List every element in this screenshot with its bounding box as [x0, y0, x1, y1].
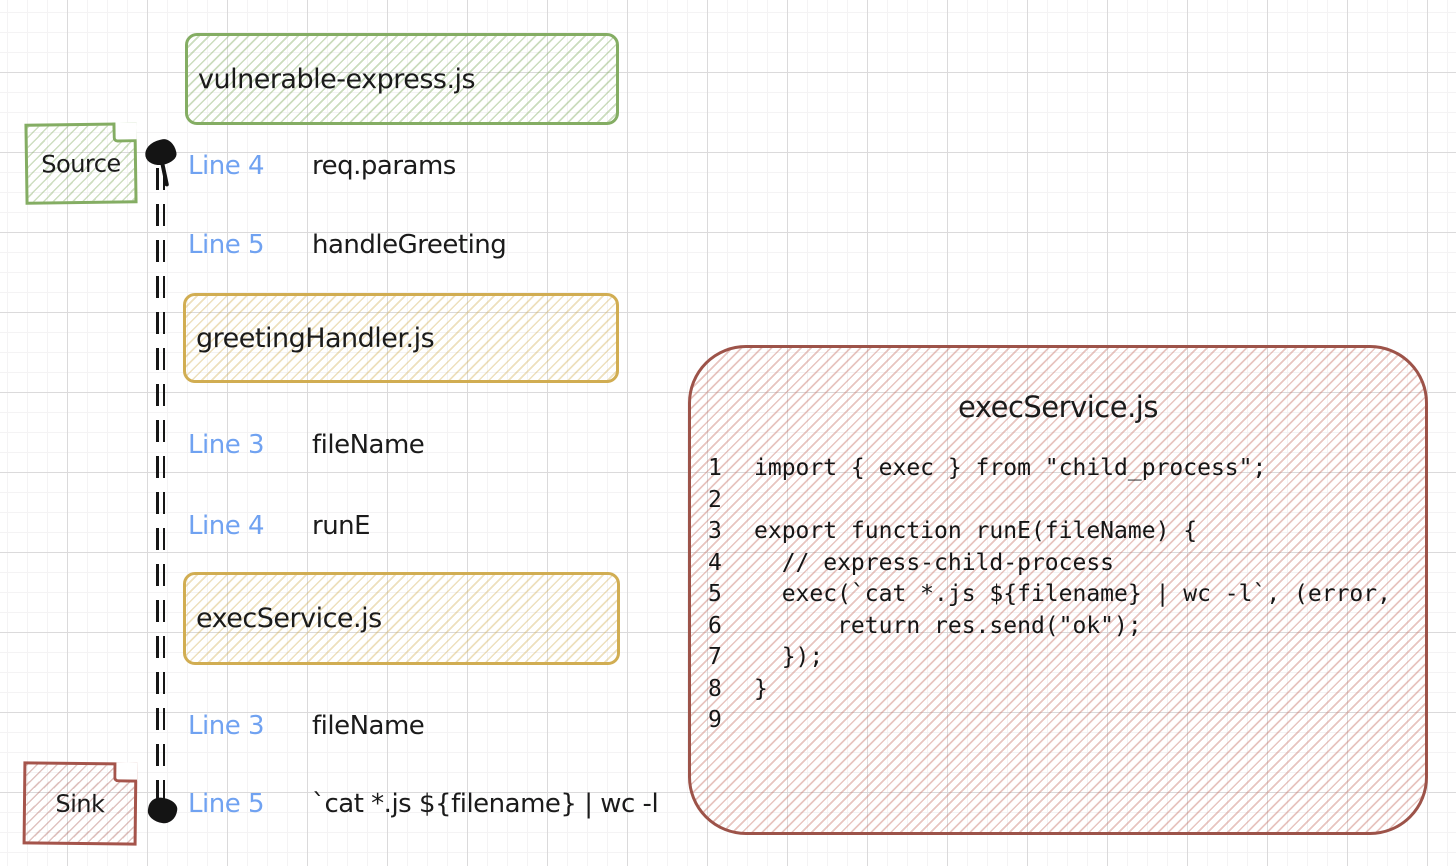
code-line: 3 export function runE(fileName) {: [708, 516, 1417, 548]
folded-corner-icon: [112, 122, 137, 143]
flow-start-scribble-icon: [142, 137, 179, 168]
dash-stroke: [156, 168, 159, 810]
code-line-text: exec(`cat *.js ${filename} | wc -l`, (er…: [754, 581, 1391, 607]
trace-step-row: Line 3 fileName: [188, 708, 425, 744]
code-line: 2: [708, 485, 1417, 517]
code-line-text: }: [754, 675, 768, 702]
step-line-label: Line 5: [188, 789, 265, 819]
code-line-number: 8: [708, 675, 722, 702]
code-line-text: export function runE(fileName) {: [754, 518, 1198, 544]
code-listing: 1 import { exec } from "child_process"; …: [708, 453, 1417, 737]
code-line-number: 6: [708, 612, 722, 639]
step-value: runE: [312, 511, 371, 541]
code-line-text: });: [754, 644, 824, 670]
code-line: 8 }: [708, 674, 1417, 706]
code-line: 5 exec(`cat *.js ${filename} | wc -l`, (…: [708, 579, 1417, 611]
step-line-label: Line 5: [188, 230, 265, 260]
step-value: `cat *.js ${filename} | wc -l: [312, 789, 659, 819]
step-value: req.params: [312, 151, 456, 181]
step-line-label: Line 3: [188, 711, 265, 741]
step-line-label: Line 4: [188, 511, 265, 541]
folded-corner-icon: [113, 762, 138, 783]
code-line-number: 1: [708, 455, 722, 481]
code-line: 1 import { exec } from "child_process";: [708, 453, 1417, 485]
code-line-number: 3: [708, 518, 722, 544]
flow-dashed-line: [156, 168, 165, 810]
source-note-label: Source: [41, 148, 121, 179]
step-value: handleGreeting: [312, 230, 507, 260]
code-line-number: 4: [708, 549, 722, 576]
file-box-label: execService.js: [196, 603, 382, 634]
code-line-text: // express-child-process: [754, 549, 1115, 576]
code-line: 7 });: [708, 642, 1417, 674]
file-box-vulnerable-express: vulnerable-express.js: [185, 33, 619, 125]
code-line-number: 2: [708, 486, 722, 513]
code-panel-title: execService.js: [958, 390, 1158, 424]
dash-stroke: [162, 168, 165, 810]
file-box-label: vulnerable-express.js: [198, 63, 476, 95]
code-panel: execService.js 1 import { exec } from "c…: [688, 345, 1428, 835]
sink-note: Sink: [22, 761, 138, 846]
code-line: 6 return res.send("ok");: [708, 611, 1417, 643]
source-note: Source: [24, 122, 138, 205]
trace-step-row: Line 3 fileName: [188, 427, 425, 463]
flow-end-scribble-icon: [146, 796, 179, 825]
trace-step-row: Line 5 `cat *.js ${filename} | wc -l: [188, 786, 659, 822]
trace-step-row: Line 4 req.params: [188, 148, 456, 184]
sink-note-label: Sink: [55, 789, 105, 818]
trace-step-row: Line 5 handleGreeting: [188, 227, 507, 263]
step-line-label: Line 4: [188, 151, 265, 181]
code-line-text: import { exec } from "child_process";: [754, 455, 1267, 481]
file-box-greeting-handler: greetingHandler.js: [183, 293, 619, 383]
step-value: fileName: [312, 711, 425, 741]
code-line-text: return res.send("ok");: [754, 612, 1142, 639]
code-line: 4 // express-child-process: [708, 548, 1417, 580]
file-box-exec-service: execService.js: [183, 572, 620, 665]
code-line: 9: [708, 705, 1417, 737]
code-line-number: 9: [708, 707, 722, 733]
code-line-number: 7: [708, 644, 722, 670]
step-line-label: Line 3: [188, 430, 265, 460]
trace-step-row: Line 4 runE: [188, 508, 371, 544]
file-box-label: greetingHandler.js: [196, 322, 435, 354]
code-line-number: 5: [708, 581, 722, 607]
step-value: fileName: [312, 430, 425, 460]
